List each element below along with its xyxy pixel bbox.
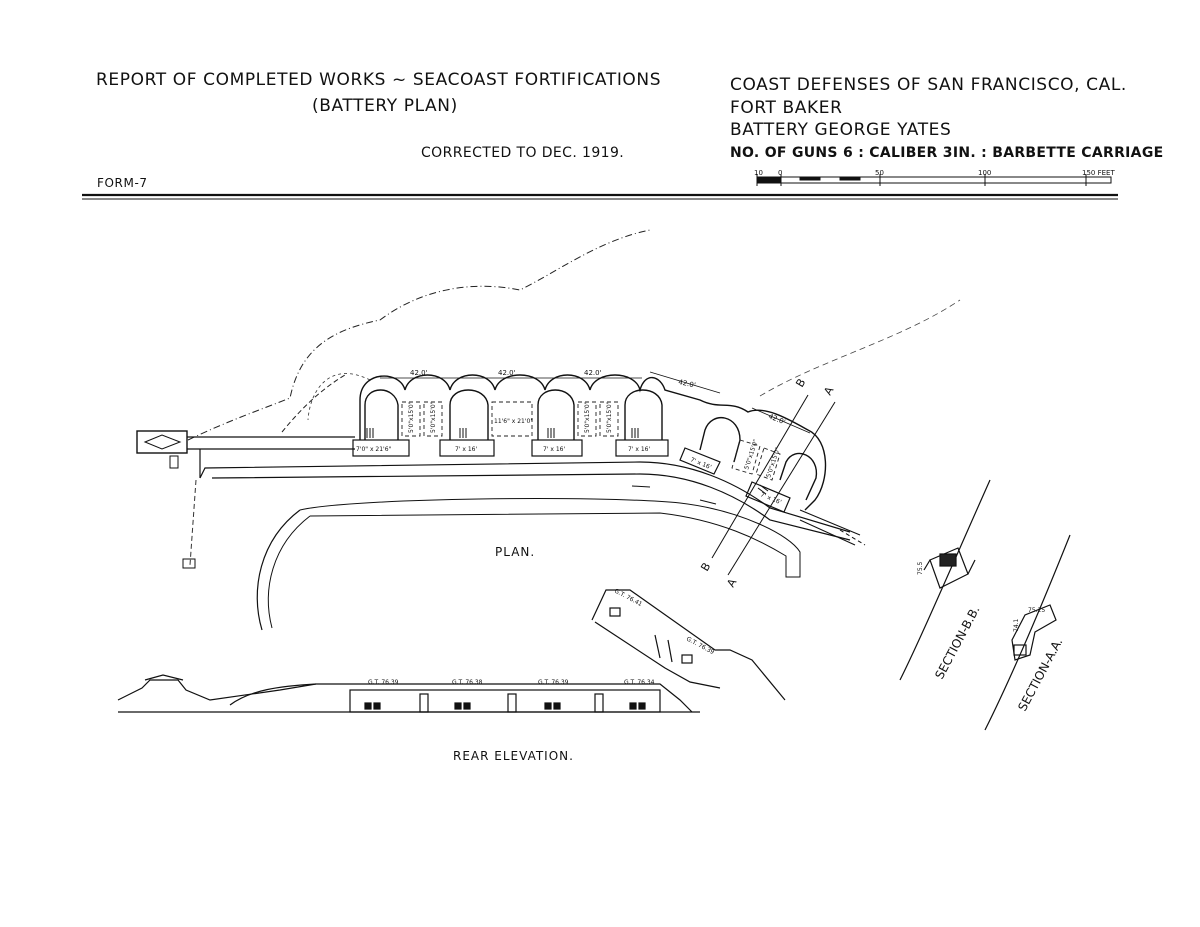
scale-tick-4: 150 FEET: [1082, 169, 1115, 177]
spacing-label-5: 42.0': [767, 412, 786, 426]
report-subtitle: (BATTERY PLAN): [312, 96, 458, 116]
dash-mark-1: [631, 485, 651, 488]
left-small-structure: [182, 558, 196, 569]
room-dim-4: 5'0"x15'0": [584, 401, 591, 433]
plan-label: PLAN.: [495, 545, 535, 559]
section-bb-elev: 75.5: [917, 561, 924, 575]
gt-label-5: G.T. 76.41: [613, 588, 643, 609]
scale-tick-0: 10: [754, 169, 763, 177]
terrain-contour-3: [307, 373, 371, 421]
curved-parade-outer: [256, 509, 301, 631]
spacing-dim-lines: [380, 371, 811, 434]
gun-specs: NO. OF GUNS 6 : CALIBER 3IN. : BARBETTE …: [730, 145, 1164, 161]
scale-tick-3: 100: [978, 169, 991, 177]
section-mark-b-top: B: [793, 376, 808, 389]
gt-label-3: G.T. 76.39: [538, 679, 569, 686]
gt-label-6: G.T. 76.39: [685, 636, 715, 657]
form-number: FORM-7: [97, 176, 148, 190]
room-dim-1: 5'0"x15'0": [408, 401, 415, 433]
scale-bar: [756, 174, 1112, 186]
room-dim-2: 5'0"x15'0": [430, 401, 437, 433]
scale-tick-1: 0: [778, 169, 782, 177]
section-aa-elev-low: 74.1: [1013, 618, 1020, 632]
gun-platforms: [352, 439, 791, 513]
gun-emplacements-main: [359, 374, 827, 511]
right-access-road: [799, 509, 861, 546]
section-mark-a-top: A: [821, 384, 836, 397]
platform-dim-1: 7'0" x 21'6": [356, 446, 392, 453]
terrain-contour-2: [281, 374, 346, 433]
curved-parade-inner: [267, 515, 311, 629]
gt-label-4: G.T. 76.34: [624, 679, 655, 686]
scale-tick-2: 50: [875, 169, 884, 177]
gt-label-2: G.T. 76.38: [452, 679, 483, 686]
stair-hatching: [366, 428, 769, 495]
left-road-edge: [189, 479, 197, 566]
spacing-label-1: 42.0': [410, 369, 428, 377]
platform-dim-2: 7' x 16': [455, 446, 477, 453]
terrain-contour-1: [187, 229, 651, 441]
location-title: COAST DEFENSES OF SAN FRANCISCO, CAL.: [730, 75, 1127, 95]
spacing-label-2: 42.0': [498, 369, 516, 377]
section-aa-elev: 75.25: [1028, 607, 1045, 614]
rear-elevation-label: REAR ELEVATION.: [453, 749, 574, 763]
section-bb-drawing: [899, 479, 991, 681]
terrain-contour-4: [759, 299, 961, 397]
section-mark-a-bottom: A: [724, 576, 739, 589]
report-title: REPORT OF COMPLETED WORKS ~ SEACOAST FOR…: [96, 70, 662, 90]
magazine-rooms: [401, 401, 781, 481]
spacing-label-3: 42.0': [584, 369, 602, 377]
platform-dim-4: 7' x 16': [628, 446, 650, 453]
right-access-dash: [839, 529, 866, 546]
room-dim-5: 5'0"x15'0": [606, 401, 613, 433]
parade-loop: [299, 498, 801, 578]
section-mark-b-bottom: B: [698, 560, 713, 573]
section-bb-label: SECTION-B.B.: [932, 603, 982, 681]
section-aa-drawing: [984, 534, 1071, 731]
left-building: [136, 430, 188, 469]
angled-elevation: [591, 589, 786, 701]
room-dim-3: 11'6" x 21'0": [494, 418, 533, 425]
section-cut-lines: [711, 394, 836, 576]
corrected-date: CORRECTED TO DEC. 1919.: [421, 145, 625, 161]
gt-label-1: G.T. 76.39: [368, 679, 399, 686]
battery-name: BATTERY GEORGE YATES: [730, 120, 952, 140]
dash-mark-2: [699, 499, 717, 505]
fort-name: FORT BAKER: [730, 98, 843, 118]
spacing-label-4: 42.0': [678, 378, 697, 389]
rear-elevation-drawing: [117, 674, 700, 713]
platform-dim-3: 7' x 16': [543, 446, 565, 453]
